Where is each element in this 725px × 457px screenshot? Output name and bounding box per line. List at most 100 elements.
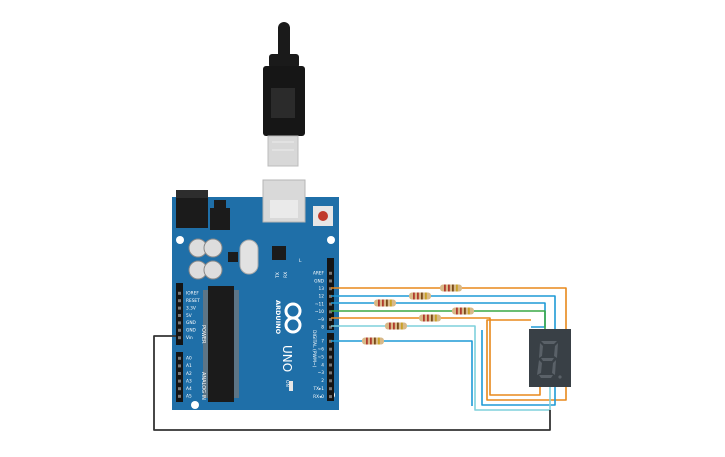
resistor-band	[421, 292, 423, 300]
digital-header-top	[327, 258, 334, 330]
seven-segment-display[interactable]	[529, 329, 571, 387]
pin-label: 8	[321, 325, 324, 331]
pin-label: ~5	[318, 354, 325, 360]
header-pin[interactable]	[329, 279, 332, 283]
resistor-band	[456, 307, 458, 315]
arduino-infinity-icon	[284, 302, 302, 334]
header-pin[interactable]	[178, 356, 181, 360]
header-pin[interactable]	[329, 355, 332, 359]
header-pin[interactable]	[329, 325, 332, 329]
resistor[interactable]	[362, 337, 384, 345]
resistor[interactable]	[374, 299, 396, 307]
header-pin[interactable]	[329, 339, 332, 343]
header-pin[interactable]	[178, 314, 181, 317]
header-pin[interactable]	[329, 287, 332, 291]
header-pin[interactable]	[178, 336, 181, 340]
mounting-hole	[191, 401, 199, 409]
pin-label: TX▸1	[313, 386, 325, 392]
wire-pin10[interactable]	[331, 310, 546, 336]
pin-label: ~10	[315, 309, 324, 315]
resistor-band	[468, 307, 470, 315]
resistor-band	[378, 337, 380, 345]
resistor-band	[366, 337, 368, 345]
header-pin[interactable]	[329, 347, 332, 351]
power-header-label: POWER	[200, 325, 206, 344]
digital-header-label: DIGITAL (PWM~)	[311, 330, 317, 368]
resistor-band	[448, 284, 450, 292]
pin-label: 2	[321, 378, 324, 384]
arduino-uno-board[interactable]: TX RX L ARDUINO UNO ON IOREFRESET3.3V5VG…	[172, 179, 339, 410]
resistor-band	[464, 307, 466, 315]
resistor-band	[401, 322, 403, 330]
resistor[interactable]	[409, 292, 431, 300]
resistor-band	[386, 299, 388, 307]
wire-pin7[interactable]	[331, 340, 473, 406]
header-pin[interactable]	[329, 379, 332, 383]
resistor-band	[423, 314, 425, 322]
wire-pin13[interactable]	[331, 287, 567, 401]
resistor[interactable]	[419, 314, 441, 322]
header-pin[interactable]	[178, 321, 181, 325]
header-pin[interactable]	[329, 318, 332, 321]
header-pin[interactable]	[329, 271, 332, 275]
header-pin[interactable]	[329, 371, 332, 375]
pin-label: A5	[186, 394, 192, 400]
pin-label: IOREF	[186, 291, 199, 297]
resistor-band	[435, 314, 437, 322]
resistor-band	[427, 314, 429, 322]
pin-label: A1	[186, 363, 192, 369]
pin-label: GND	[186, 320, 197, 326]
wire-pin12[interactable]	[331, 295, 556, 406]
header-pin[interactable]	[329, 363, 332, 367]
digital-header-bottom	[327, 333, 334, 401]
analog-header-label: ANALOG IN	[200, 372, 206, 400]
pin-label: A0	[186, 356, 192, 362]
pin-label: GND	[314, 278, 325, 284]
analog-header	[176, 352, 183, 402]
mounting-hole	[327, 236, 335, 244]
header-pin[interactable]	[178, 394, 181, 398]
header-pin[interactable]	[329, 310, 332, 314]
resistor-band	[417, 292, 419, 300]
resistor[interactable]	[440, 284, 462, 292]
pin-label: A3	[186, 378, 192, 384]
resistor-band	[444, 284, 446, 292]
pin-label: ~9	[318, 317, 325, 323]
wire-gnd[interactable]	[153, 335, 551, 431]
atmega-chip	[208, 286, 234, 402]
resistor-band	[370, 337, 372, 345]
pin-label: 5V	[186, 313, 192, 319]
header-pin[interactable]	[178, 379, 181, 383]
wires[interactable]	[153, 287, 567, 431]
resistor-band	[452, 284, 454, 292]
pin-label: A4	[186, 386, 192, 392]
pin-label: ~11	[315, 301, 324, 307]
resistor-band	[456, 284, 458, 292]
header-pin[interactable]	[329, 387, 332, 391]
pin-label: A2	[186, 371, 192, 377]
wire-pin9[interactable]	[331, 317, 541, 396]
resistor[interactable]	[452, 307, 474, 315]
header-pin[interactable]	[178, 306, 181, 310]
tx-label: TX	[275, 272, 281, 279]
resistors[interactable]	[362, 284, 474, 345]
pin-label: 7	[321, 339, 324, 345]
header-pin[interactable]	[178, 328, 181, 332]
header-pin[interactable]	[178, 291, 181, 295]
wire-pin8[interactable]	[331, 325, 551, 411]
header-pin[interactable]	[329, 302, 332, 306]
rx-label: RX	[283, 272, 289, 278]
usb-cable-icon[interactable]	[263, 22, 305, 167]
header-pin[interactable]	[329, 294, 332, 298]
resistor[interactable]	[385, 322, 407, 330]
header-pin[interactable]	[178, 387, 181, 391]
pin-label: RESET	[186, 298, 200, 304]
resistor-band	[413, 292, 415, 300]
header-pin[interactable]	[329, 395, 332, 399]
header-pin[interactable]	[178, 299, 181, 303]
header-pin[interactable]	[178, 372, 181, 375]
header-pin[interactable]	[178, 364, 181, 368]
resistor-band	[382, 299, 384, 307]
resistor-band	[425, 292, 427, 300]
